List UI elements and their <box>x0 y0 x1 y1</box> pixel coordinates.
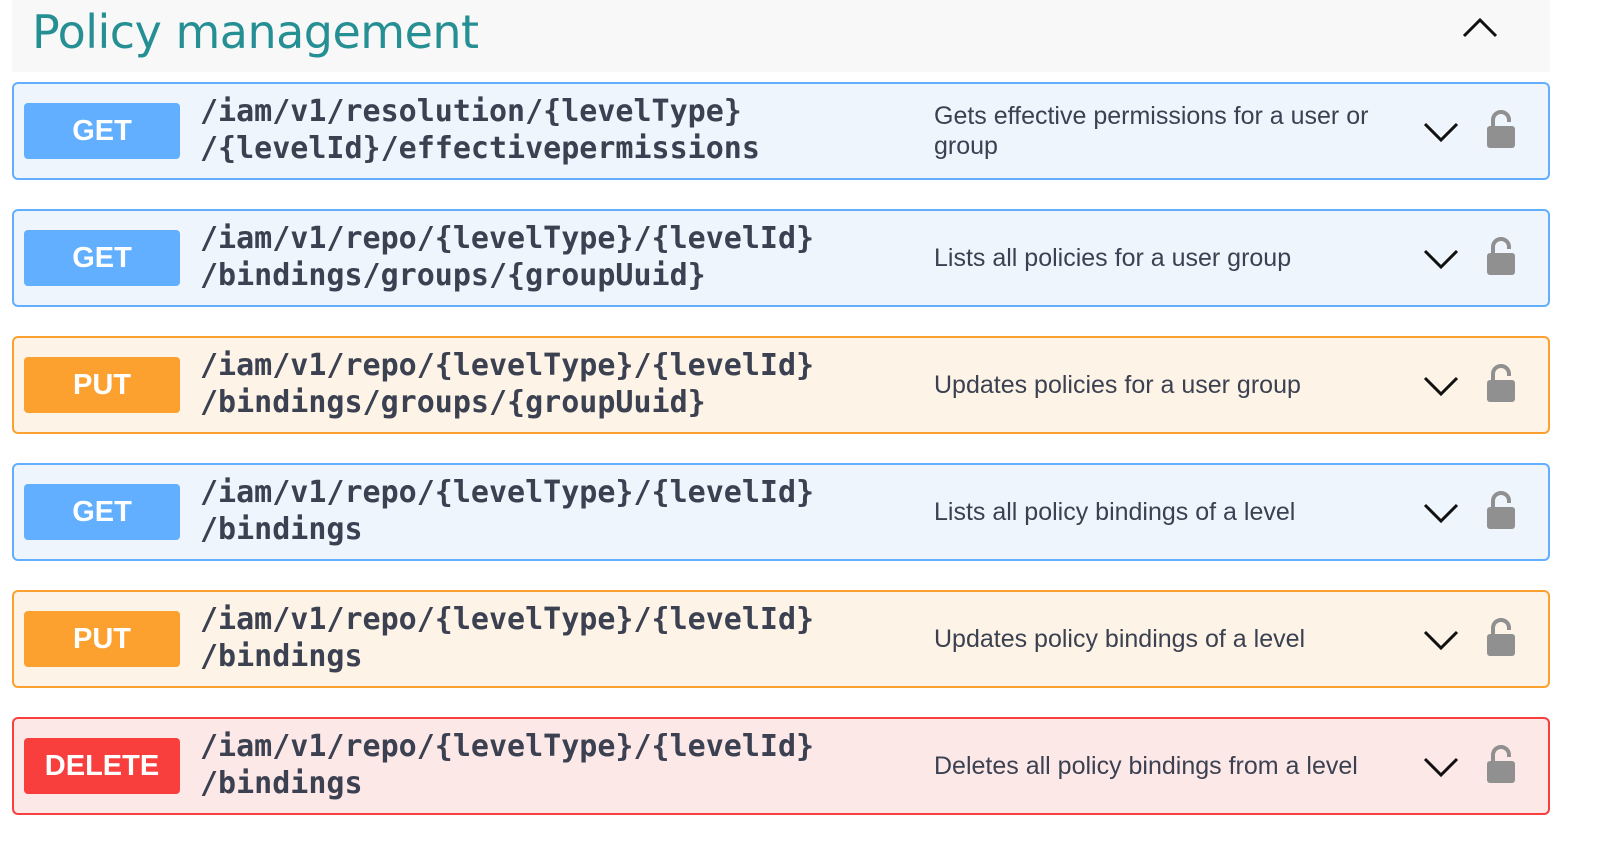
endpoint-path-line: /{levelId}/effectivepermissions <box>200 131 760 166</box>
endpoint-path: /iam/v1/repo/{levelType}/{levelId} /bind… <box>200 347 910 421</box>
chevron-down-icon[interactable] <box>1419 496 1463 528</box>
lock-icon[interactable] <box>1484 616 1518 658</box>
chevron-up-icon[interactable] <box>1458 10 1502 46</box>
operations-list: GET /iam/v1/resolution/{levelType} /{lev… <box>12 82 1550 844</box>
chevron-down-icon[interactable] <box>1419 242 1463 274</box>
method-badge: GET <box>24 103 180 159</box>
operation-row-put-group-policies[interactable]: PUT /iam/v1/repo/{levelType}/{levelId} /… <box>12 336 1550 434</box>
endpoint-path-line: /bindings <box>200 639 363 674</box>
operation-row-get-level-bindings[interactable]: GET /iam/v1/repo/{levelType}/{levelId} /… <box>12 463 1550 561</box>
endpoint-path-line: /bindings <box>200 512 363 547</box>
endpoint-summary: Deletes all policy bindings from a level <box>934 752 1358 780</box>
method-badge: PUT <box>24 611 180 667</box>
endpoint-summary: Updates policies for a user group <box>934 371 1301 399</box>
operation-row-get-group-policies[interactable]: GET /iam/v1/repo/{levelType}/{levelId} /… <box>12 209 1550 307</box>
endpoint-summary: Updates policy bindings of a level <box>934 625 1306 653</box>
endpoint-summary: Lists all policies for a user group <box>934 244 1292 272</box>
lock-icon[interactable] <box>1484 235 1518 277</box>
method-badge: GET <box>24 484 180 540</box>
endpoint-path-line: /iam/v1/repo/{levelType}/{levelId} <box>200 602 815 637</box>
endpoint-path-line: /bindings/groups/{groupUuid} <box>200 385 706 420</box>
operation-row-delete-level-bindings[interactable]: DELETE /iam/v1/repo/{levelType}/{levelId… <box>12 717 1550 815</box>
lock-icon[interactable] <box>1484 489 1518 531</box>
chevron-down-icon[interactable] <box>1419 115 1463 147</box>
endpoint-path-line: /bindings/groups/{groupUuid} <box>200 258 706 293</box>
endpoint-path: /iam/v1/repo/{levelType}/{levelId} /bind… <box>200 601 910 675</box>
chevron-down-icon[interactable] <box>1419 369 1463 401</box>
chevron-down-icon[interactable] <box>1419 750 1463 782</box>
operation-row-get-effective-permissions[interactable]: GET /iam/v1/resolution/{levelType} /{lev… <box>12 82 1550 180</box>
method-badge: DELETE <box>24 738 180 794</box>
endpoint-path: /iam/v1/repo/{levelType}/{levelId} /bind… <box>200 474 910 548</box>
section-title: Policy management <box>32 5 479 59</box>
lock-icon[interactable] <box>1484 108 1518 150</box>
endpoint-path-line: /iam/v1/repo/{levelType}/{levelId} <box>200 348 815 383</box>
endpoint-path-line: /iam/v1/repo/{levelType}/{levelId} <box>200 221 815 256</box>
endpoint-path-line: /iam/v1/repo/{levelType}/{levelId} <box>200 729 815 764</box>
method-badge: GET <box>24 230 180 286</box>
endpoint-path-line: /bindings <box>200 766 363 801</box>
chevron-down-icon[interactable] <box>1419 623 1463 655</box>
method-badge: PUT <box>24 357 180 413</box>
endpoint-path-line: /iam/v1/repo/{levelType}/{levelId} <box>200 475 815 510</box>
endpoint-summary: Gets effective permissions for a user or… <box>934 102 1369 160</box>
endpoint-path: /iam/v1/repo/{levelType}/{levelId} /bind… <box>200 728 910 802</box>
endpoint-summary: Lists all policy bindings of a level <box>934 498 1296 526</box>
endpoint-path: /iam/v1/resolution/{levelType} /{levelId… <box>200 93 910 167</box>
lock-icon[interactable] <box>1484 743 1518 785</box>
operation-row-put-level-bindings[interactable]: PUT /iam/v1/repo/{levelType}/{levelId} /… <box>12 590 1550 688</box>
endpoint-path: /iam/v1/repo/{levelType}/{levelId} /bind… <box>200 220 910 294</box>
lock-icon[interactable] <box>1484 362 1518 404</box>
section-header[interactable]: Policy management <box>12 0 1550 72</box>
endpoint-path-line: /iam/v1/resolution/{levelType} <box>200 94 742 129</box>
